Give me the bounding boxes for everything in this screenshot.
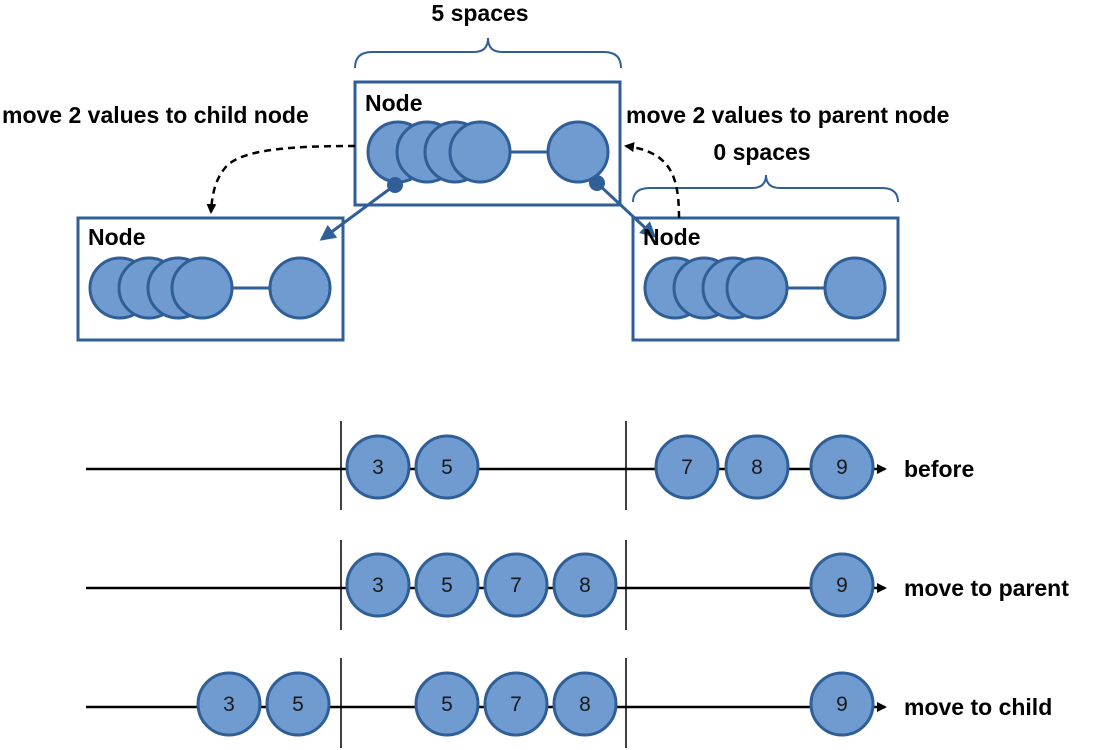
move-to-child-arrow [206,144,356,214]
row-child-ball: 9 [809,671,875,737]
row-move-to-parent: 3 5 7 8 9 move to parent [86,540,1069,630]
row-parent-ball: 5 [414,552,480,618]
row-before-ball: 9 [809,434,875,500]
left-child-pointer [319,183,396,241]
move-to-parent-caption: move 2 values to parent node [626,102,949,128]
row-child-ball: 7 [483,671,549,737]
right-child-node-label: Node [643,224,701,250]
row-parent-ball: 9 [809,552,875,618]
svg-text:9: 9 [836,574,848,597]
svg-text:3: 3 [372,456,384,479]
row-before-ball: 5 [414,434,480,500]
row-child-ball: 3 [196,671,262,737]
row-before-ball: 3 [345,434,411,500]
row-move-to-child-label: move to child [904,694,1052,720]
svg-text:8: 8 [579,574,591,597]
row-child-ball: 5 [265,671,331,737]
row-parent-ball: 8 [552,552,618,618]
row-before-ball: 8 [724,434,790,500]
parent-node-box [353,80,622,207]
svg-text:8: 8 [579,693,591,716]
row-child-ball: 8 [552,671,618,737]
row-before: 3 5 7 8 9 before [86,421,974,510]
five-spaces-brace [354,37,622,69]
left-child-node-values [88,256,332,320]
parent-node-values [366,120,610,184]
row-child-ball: 5 [414,671,480,737]
svg-text:3: 3 [223,693,235,716]
row-move-to-child: 3 5 5 7 8 9 move to child [86,658,1052,748]
svg-text:7: 7 [681,456,693,479]
right-child-pointer [595,181,657,239]
svg-text:7: 7 [510,574,522,597]
svg-text:5: 5 [441,693,453,716]
zero-spaces-brace [632,174,899,203]
right-child-node-values [643,256,887,320]
zero-spaces-label: 0 spaces [713,139,810,165]
svg-text:9: 9 [836,693,848,716]
row-move-to-parent-label: move to parent [904,575,1069,601]
move-to-child-caption: move 2 values to child node [2,102,309,128]
row-parent-ball: 7 [483,552,549,618]
svg-text:5: 5 [441,456,453,479]
svg-text:3: 3 [372,574,384,597]
parent-node-label: Node [365,90,423,116]
row-parent-ball: 3 [345,552,411,618]
svg-text:7: 7 [510,693,522,716]
left-child-node-box [76,216,345,342]
svg-text:8: 8 [751,456,763,479]
move-to-parent-arrow [624,142,681,219]
svg-text:5: 5 [292,693,304,716]
left-child-node-label: Node [88,224,146,250]
row-before-ball: 7 [654,434,720,500]
svg-text:9: 9 [836,456,848,479]
right-child-node-box [631,216,900,342]
svg-text:5: 5 [441,574,453,597]
five-spaces-label: 5 spaces [431,0,528,26]
row-before-label: before [904,456,974,482]
